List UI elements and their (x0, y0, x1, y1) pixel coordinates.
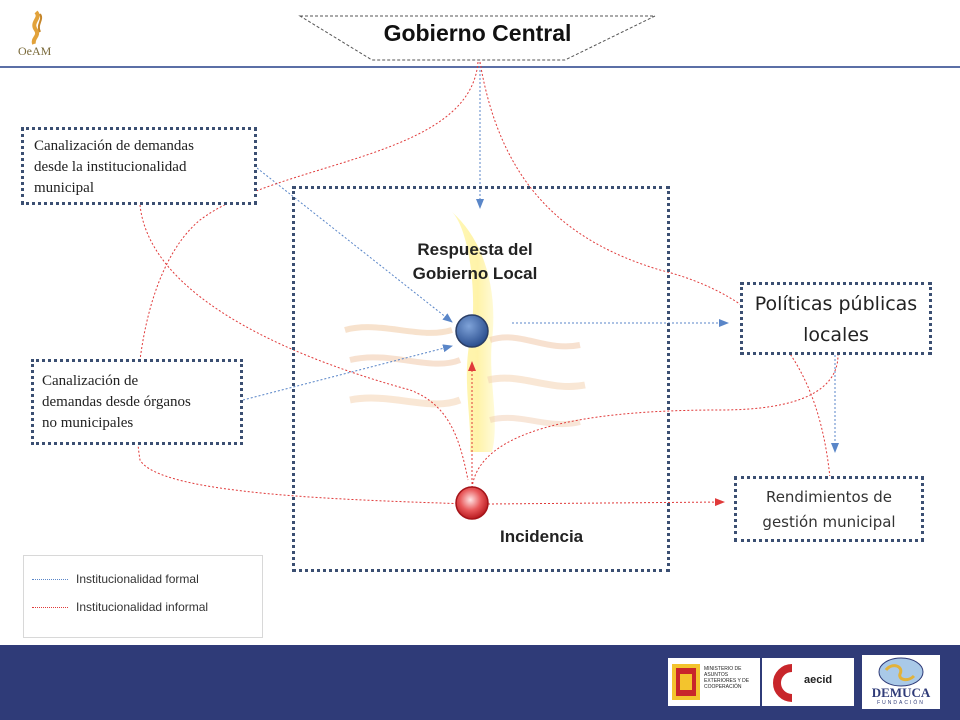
link-gobierno-to-rend (479, 61, 831, 479)
legend-informal: Institucionalidad informal (32, 600, 208, 614)
demuca-logo-text: DEMUCA (871, 685, 931, 700)
canal-municipal-line2: desde la institucionalidad (34, 159, 187, 175)
politicas-line1: Políticas públicas (754, 293, 918, 315)
canal-organos-line2: demandas desde órganos (42, 394, 191, 410)
politicas-box: Políticas públicas locales (740, 282, 932, 355)
respuesta-label-line1: Respuesta del (417, 240, 533, 259)
title-trapezoid (298, 15, 656, 61)
legend: Institucionalidad formal Institucionalid… (23, 555, 263, 638)
canal-organos-line1: Canalización de (42, 373, 139, 389)
oeam-logo: OeAM (12, 8, 62, 62)
aecid-logo: aecid (762, 658, 854, 706)
incidencia-node (455, 486, 489, 520)
legend-formal-swatch (32, 579, 68, 581)
respuesta-node (455, 314, 489, 348)
formal-connectors (242, 62, 839, 453)
demuca-fundacion-text: FUNDACIÓN (877, 700, 925, 706)
page-title: Gobierno Central (383, 20, 572, 46)
canal-municipal-line1: Canalización de demandas (34, 138, 194, 154)
canal-organos-line3: no municipales (42, 415, 134, 431)
legend-formal-label: Institucionalidad formal (76, 572, 199, 586)
respuesta-label-line2: Gobierno Local (412, 264, 538, 283)
legend-formal: Institucionalidad formal (32, 572, 199, 586)
legend-informal-swatch (32, 607, 68, 609)
respuesta-label: Respuesta del Gobierno Local (380, 238, 570, 286)
politicas-line2: locales (803, 324, 869, 346)
ministerio-logo: MINISTERIO DE ASUNTOS EXTERIORES Y DE CO… (668, 658, 760, 706)
local-government-frame (292, 186, 670, 572)
incidencia-label: Incidencia (500, 527, 584, 546)
informal-connectors (136, 61, 839, 507)
rendimientos-box: Rendimientos de gestión municipal (734, 476, 924, 542)
link-incidencia-to-rend (487, 498, 725, 507)
oeam-logo-text: OeAM (18, 44, 52, 58)
canal-organos-box: Canalización de demandas desde órganos n… (31, 359, 243, 445)
aecid-logo-text: aecid (804, 674, 833, 686)
link-canal1-to-node (256, 167, 453, 323)
legend-informal-label: Institucionalidad informal (76, 600, 209, 614)
rendimientos-line1: Rendimientos de (765, 488, 893, 506)
demuca-logo: DEMUCA FUNDACIÓN (862, 655, 940, 709)
link-gobierno-to-left-loop (136, 61, 479, 505)
canal-municipal-line3: municipal (34, 180, 94, 196)
ministerio-logo-text: MINISTERIO DE ASUNTOS EXTERIORES Y DE CO… (704, 666, 750, 690)
canal-municipal-box: Canalización de demandas desde la instit… (21, 127, 257, 205)
rendimientos-line2: gestión municipal (762, 513, 896, 531)
link-canal1-to-incidencia (139, 204, 469, 481)
